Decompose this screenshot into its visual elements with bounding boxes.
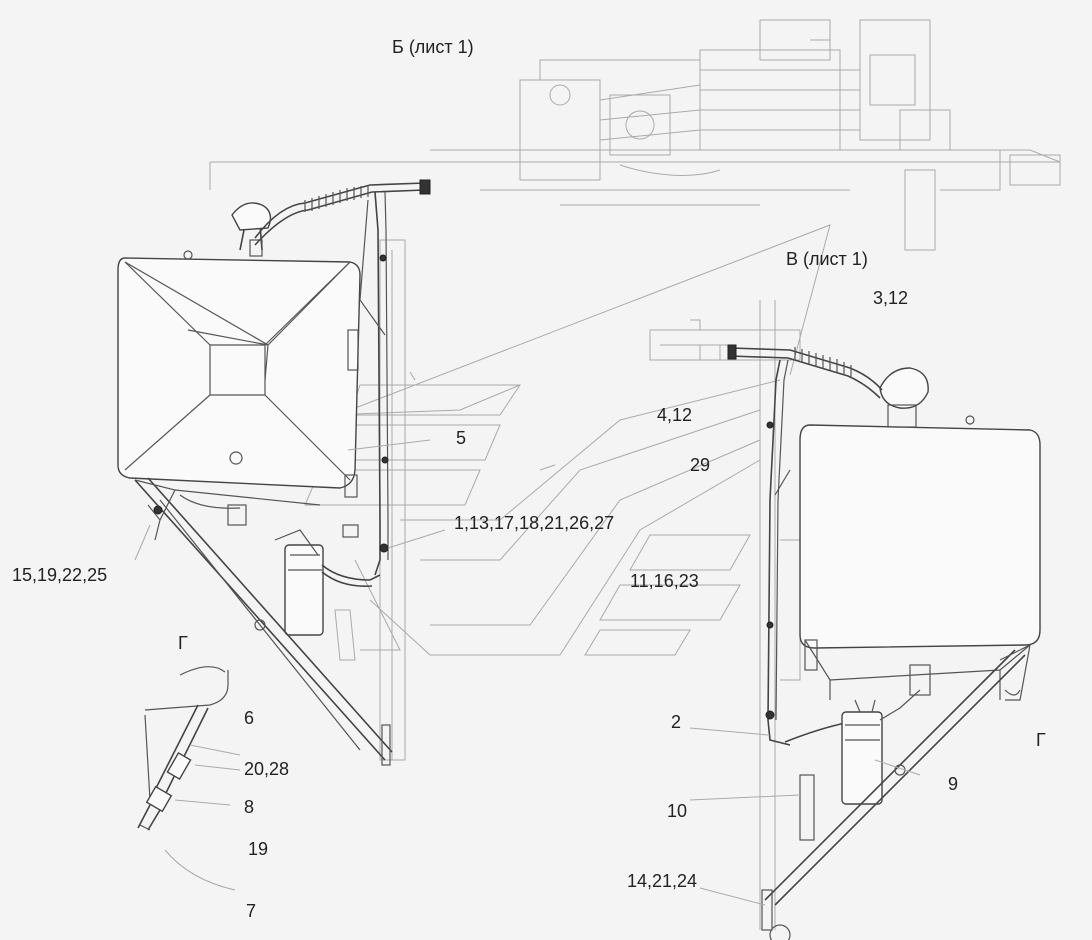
label-7: 7 bbox=[246, 901, 257, 921]
label-view-v: В (лист 1) bbox=[786, 249, 868, 269]
label-29: 29 bbox=[690, 455, 711, 475]
left-frame-rail bbox=[379, 239, 406, 761]
label-view-g-left: Г bbox=[178, 633, 188, 653]
label-8: 8 bbox=[244, 797, 255, 817]
label-view-g-right: Г bbox=[1036, 730, 1046, 750]
label-19: 19 bbox=[248, 839, 269, 859]
label-14-21-24: 14,21,24 bbox=[627, 871, 698, 891]
leader-lines bbox=[134, 371, 921, 906]
detail-view-g bbox=[137, 666, 241, 891]
label-4-12: 4,12 bbox=[657, 405, 693, 425]
label-2: 2 bbox=[671, 712, 682, 732]
right-fuel-tank bbox=[799, 367, 1041, 700]
label-1-13-17-18-21-26-27: 1,13,17,18,21,26,27 bbox=[454, 513, 615, 533]
label-3-12: 3,12 bbox=[873, 288, 909, 308]
label-6: 6 bbox=[244, 708, 255, 728]
label-view-b: Б (лист 1) bbox=[392, 37, 474, 57]
label-5: 5 bbox=[456, 428, 467, 448]
chassis-view-b bbox=[209, 19, 1061, 251]
left-filter bbox=[274, 474, 381, 636]
label-15-19-22-25: 15,19,22,25 bbox=[12, 565, 108, 585]
left-support-strut bbox=[134, 477, 393, 766]
label-9: 9 bbox=[948, 774, 959, 794]
left-fuel-tank bbox=[117, 202, 361, 526]
left-hose bbox=[254, 179, 431, 576]
right-support-strut bbox=[761, 643, 1031, 940]
label-11-16-23: 11,16,23 bbox=[630, 571, 699, 591]
label-20-28: 20,28 bbox=[244, 759, 290, 779]
section-lines bbox=[304, 224, 831, 661]
label-10: 10 bbox=[667, 801, 688, 821]
